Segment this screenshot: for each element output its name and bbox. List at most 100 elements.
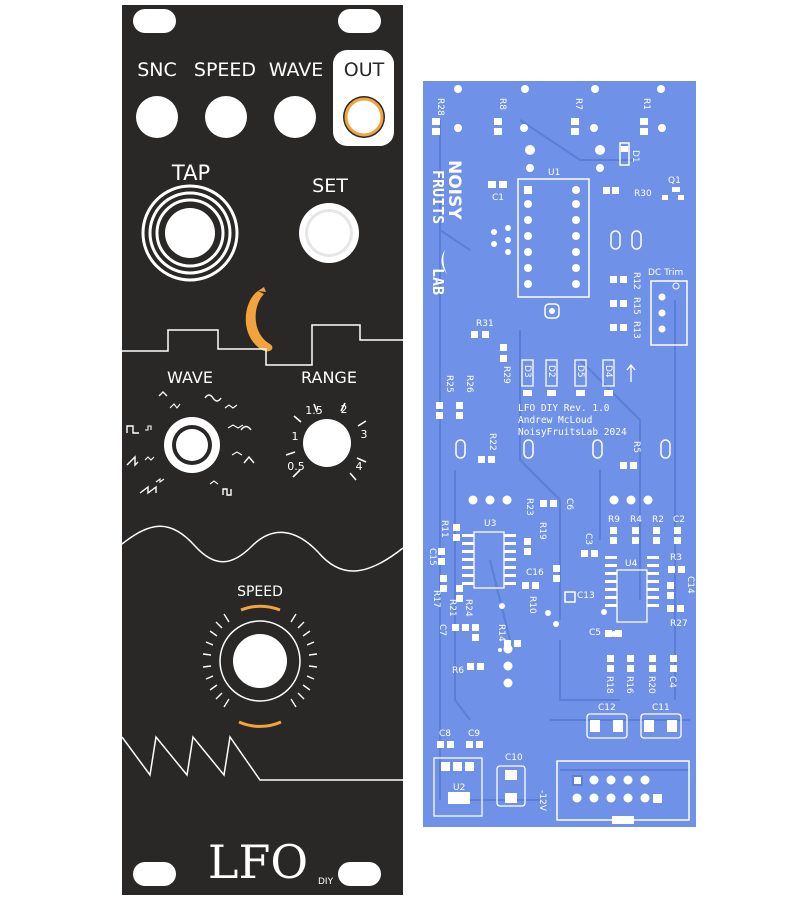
refdes-c15: C15 bbox=[427, 548, 437, 566]
diode-d1 bbox=[619, 142, 630, 166]
power-header-pins bbox=[572, 775, 662, 803]
range-label-3: 3 bbox=[361, 428, 368, 441]
refdes-r10: R10 bbox=[527, 596, 537, 614]
refdes-d1: D1 bbox=[630, 150, 640, 163]
label-out: OUT bbox=[344, 59, 385, 81]
range-knob[interactable] bbox=[303, 419, 351, 467]
refdes-r9: R9 bbox=[608, 515, 620, 525]
ic-u2-label: U2 bbox=[453, 783, 465, 793]
pcb-slots bbox=[455, 230, 671, 459]
set-button[interactable] bbox=[299, 203, 359, 263]
refdes-r22: R22 bbox=[487, 433, 497, 451]
pcb-jack-pads bbox=[454, 85, 666, 172]
refdes-r6: R6 bbox=[452, 666, 464, 676]
refdes-c13: C13 bbox=[577, 591, 595, 601]
range-label-4: 4 bbox=[356, 460, 363, 473]
range-label-1-5: 1.5 bbox=[305, 404, 323, 417]
refdes-c8: C8 bbox=[439, 729, 451, 739]
transistor-q1 bbox=[662, 187, 684, 200]
refdes-r29: R29 bbox=[501, 366, 511, 384]
refdes-r16: R16 bbox=[624, 676, 634, 694]
refdes-r15: R15 bbox=[631, 297, 641, 315]
ic-u4-pins bbox=[605, 556, 659, 607]
wave-shape-icons bbox=[126, 391, 255, 496]
refdes-r30: R30 bbox=[634, 189, 652, 199]
refdes-r25: R25 bbox=[444, 375, 454, 393]
ic-u1-pins bbox=[491, 186, 619, 288]
range-scale-ticks bbox=[285, 402, 367, 481]
refdes-r4: R4 bbox=[630, 515, 642, 525]
refdes-r11: R11 bbox=[439, 520, 449, 538]
power-label: -12V bbox=[537, 790, 547, 812]
label-tap: TAP bbox=[171, 161, 210, 185]
refdes-r26: R26 bbox=[464, 375, 474, 393]
refdes-c3: C3 bbox=[583, 533, 593, 545]
mount-slot-top-right bbox=[338, 9, 381, 33]
refdes-c11: C11 bbox=[652, 703, 670, 713]
pcb-banana-icon bbox=[441, 250, 447, 274]
pcb-brand-fruits: FRUITS bbox=[429, 170, 447, 224]
speed-arc-bottom bbox=[238, 720, 282, 728]
refdes-r1: R1 bbox=[641, 98, 651, 110]
cap-c11 bbox=[640, 713, 682, 739]
mount-slot-top-left bbox=[133, 9, 176, 33]
ic-u3-label: U3 bbox=[484, 519, 496, 529]
cap-c10 bbox=[496, 765, 526, 807]
refdes-c14: C14 bbox=[685, 576, 695, 594]
pcb-traces bbox=[439, 119, 690, 801]
label-speed-cv: SPEED bbox=[194, 59, 256, 81]
speed-scale-ticks bbox=[202, 613, 318, 708]
wave-knob[interactable] bbox=[164, 417, 220, 473]
ic-u1-label: U1 bbox=[548, 168, 560, 178]
arrow-up-icon bbox=[626, 363, 636, 382]
label-snc: SNC bbox=[137, 59, 177, 81]
sine-wave-graphic bbox=[121, 525, 404, 572]
refdes-c9: C9 bbox=[468, 729, 480, 739]
refdes-c7: C7 bbox=[437, 624, 447, 636]
diy-logo: DIY bbox=[318, 877, 334, 887]
label-set: SET bbox=[312, 175, 348, 197]
saw-wave-graphic bbox=[121, 735, 403, 781]
square-wave-graphic bbox=[122, 324, 403, 366]
refdes-r2: R2 bbox=[652, 515, 664, 525]
refdes-r14: R14 bbox=[496, 624, 506, 642]
pcb-board: R28 R8 R7 R1 D1 Q1 NOISY FRUITS LAB C1 U… bbox=[423, 81, 696, 827]
ic-u2-outline bbox=[433, 757, 483, 817]
refdes-d3: D3 bbox=[522, 365, 532, 378]
refdes-r24: R24 bbox=[463, 599, 473, 617]
ic-u4-label: U4 bbox=[625, 559, 638, 569]
pcb-body bbox=[423, 81, 696, 827]
label-wave-knob: WAVE bbox=[167, 368, 213, 387]
jack-wave-cv[interactable] bbox=[274, 96, 316, 138]
refdes-r13: R13 bbox=[631, 321, 641, 339]
pcb-info-line1: LFO DIY Rev. 1.0 bbox=[518, 403, 610, 414]
refdes-c4: C4 bbox=[667, 676, 677, 688]
refdes-r23: R23 bbox=[524, 498, 534, 516]
lfo-logo: LFO bbox=[208, 835, 308, 889]
jack-speed-cv[interactable] bbox=[205, 96, 247, 138]
tap-button[interactable] bbox=[141, 184, 239, 282]
speed-knob[interactable] bbox=[219, 620, 301, 702]
refdes-r5: R5 bbox=[631, 441, 641, 453]
banana-icon bbox=[245, 287, 273, 352]
ic-u1-outline bbox=[517, 178, 590, 298]
cap-c12 bbox=[586, 713, 628, 739]
dc-trim-pot bbox=[650, 280, 688, 346]
refdes-c6: C6 bbox=[564, 498, 574, 510]
label-range-knob: RANGE bbox=[301, 368, 357, 387]
refdes-d2: D2 bbox=[546, 365, 556, 378]
refdes-r12: R12 bbox=[631, 272, 641, 290]
refdes-r3: R3 bbox=[670, 553, 682, 563]
refdes-c10: C10 bbox=[505, 753, 523, 763]
refdes-r19: R19 bbox=[537, 522, 547, 540]
range-label-0-5: 0.5 bbox=[287, 460, 305, 473]
refdes-c1: C1 bbox=[492, 193, 504, 203]
jack-snc[interactable] bbox=[136, 96, 178, 138]
range-label-1: 1 bbox=[292, 430, 299, 443]
dc-trim-label: DC Trim bbox=[648, 268, 683, 278]
range-label-2: 2 bbox=[341, 403, 348, 416]
refdes-r21: R21 bbox=[447, 599, 457, 617]
pcb-info-line3: NoisyFruitsLab 2024 bbox=[518, 427, 627, 438]
label-speed-knob: SPEED bbox=[237, 584, 283, 600]
